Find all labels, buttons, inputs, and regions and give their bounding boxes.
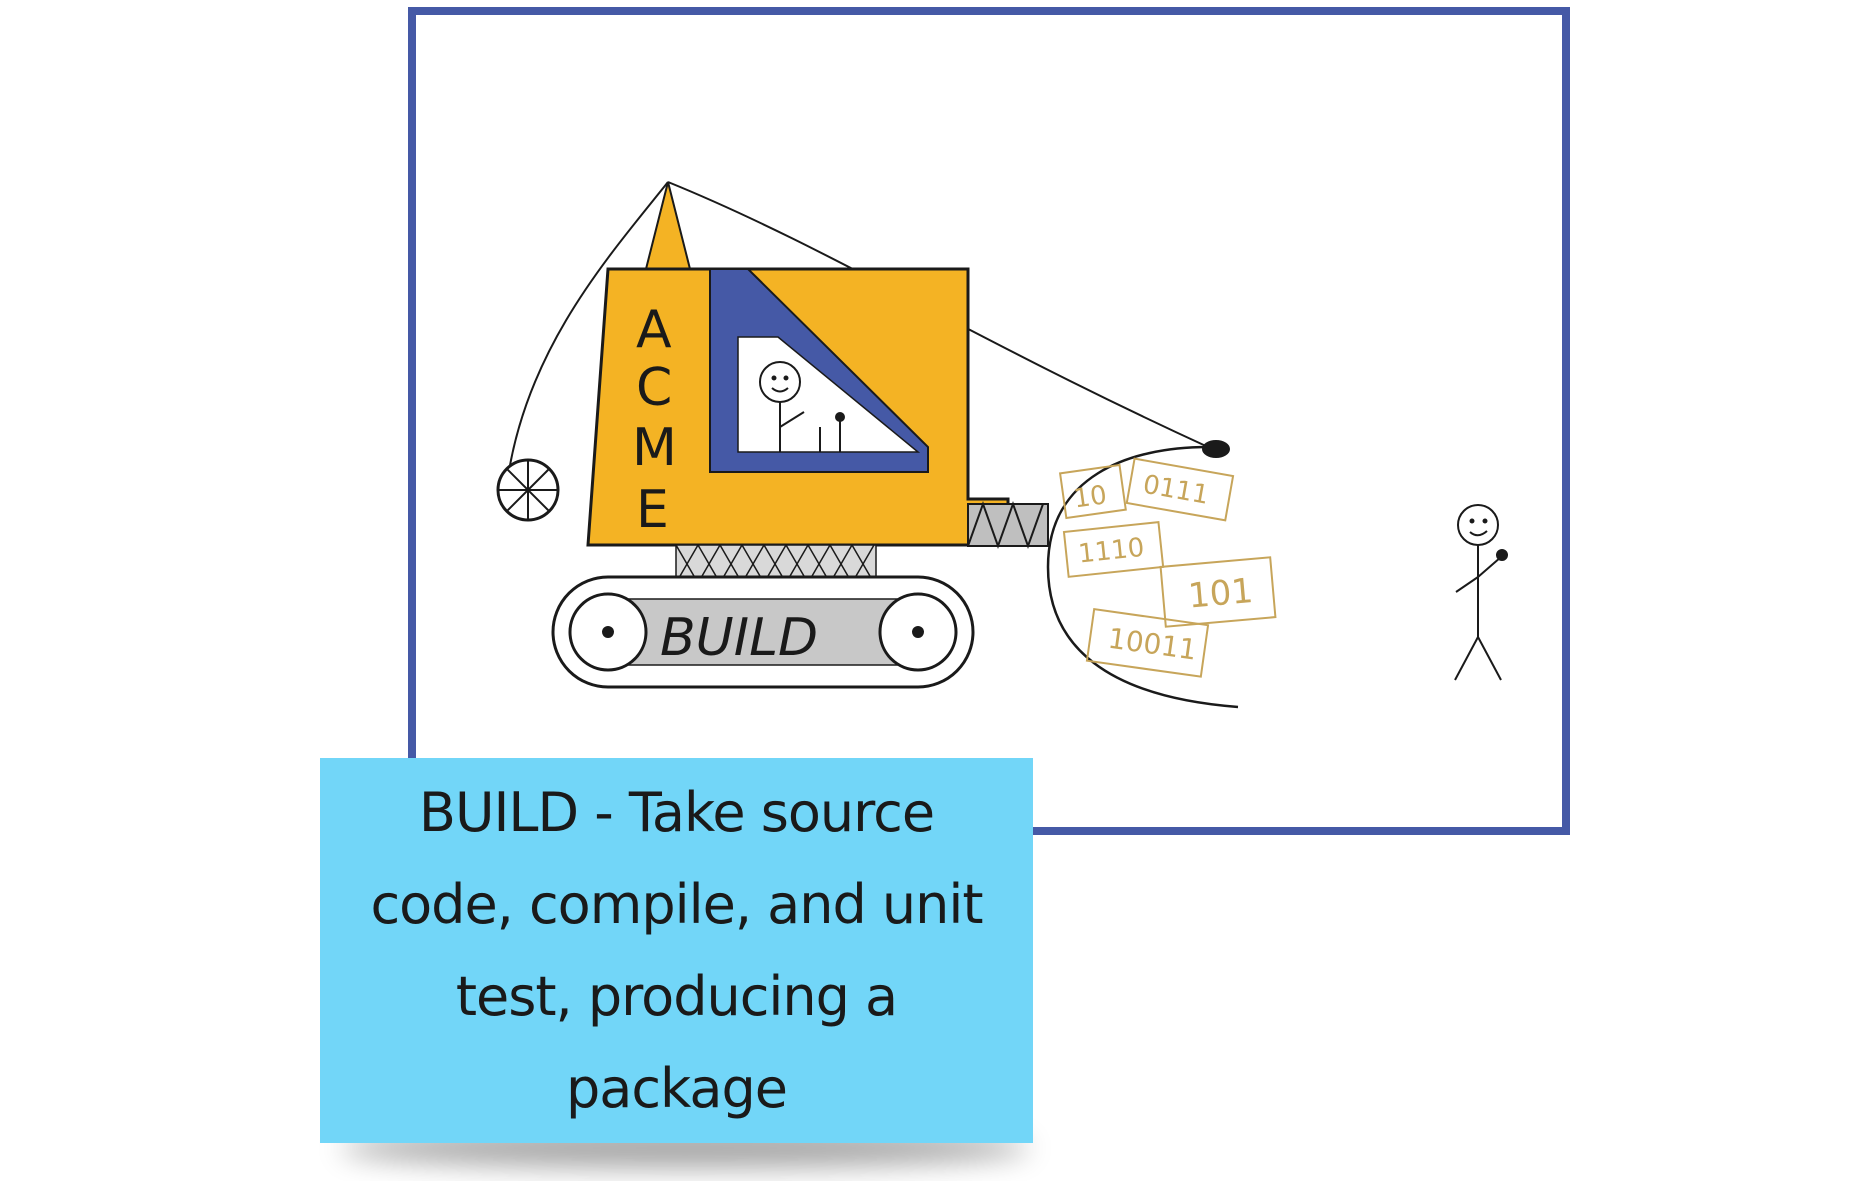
cable-hook xyxy=(1202,440,1230,458)
sticky-note-text: BUILD - Take source code, compile, and u… xyxy=(350,767,1003,1135)
package-note xyxy=(1159,556,1277,628)
cab-spire xyxy=(644,181,692,270)
customer-figure xyxy=(1454,504,1508,681)
sticky-note: BUILD - Take source code, compile, and u… xyxy=(320,758,1033,1143)
cab-letter: A xyxy=(636,300,672,360)
rear-cable xyxy=(507,181,669,478)
pulley-wheel xyxy=(496,458,560,522)
package-note xyxy=(1062,521,1165,578)
package-label: 10011 xyxy=(1106,622,1199,667)
package-labels: 10 0111 1110 101 10011 xyxy=(1072,470,1255,667)
acme-build-machine-drawing: A C M E BUILD xyxy=(496,181,1508,709)
package-label: 101 xyxy=(1187,571,1255,617)
arm-truss xyxy=(967,501,1049,549)
cab-label: A C M E xyxy=(632,300,677,540)
note-line: code, compile, and unit xyxy=(370,872,983,936)
note-line: test, producing a package xyxy=(455,964,898,1120)
cab-letter: E xyxy=(636,480,669,540)
cab-letter: M xyxy=(632,418,677,478)
package-note xyxy=(1125,457,1235,522)
scoop-outline xyxy=(1046,445,1239,709)
package-note xyxy=(1058,463,1127,520)
operator-figure xyxy=(759,361,845,452)
track-assembly: BUILD xyxy=(551,575,975,689)
package-label: 0111 xyxy=(1141,470,1211,511)
note-line: BUILD - Take source xyxy=(418,780,935,844)
package-label: 10 xyxy=(1072,480,1109,514)
cab-letter: C xyxy=(636,358,672,418)
cab-window-glass xyxy=(737,336,921,453)
track-label: BUILD xyxy=(660,608,818,668)
package-note xyxy=(1085,608,1210,678)
package-label: 1110 xyxy=(1077,533,1146,570)
binary-packages xyxy=(1058,457,1277,678)
